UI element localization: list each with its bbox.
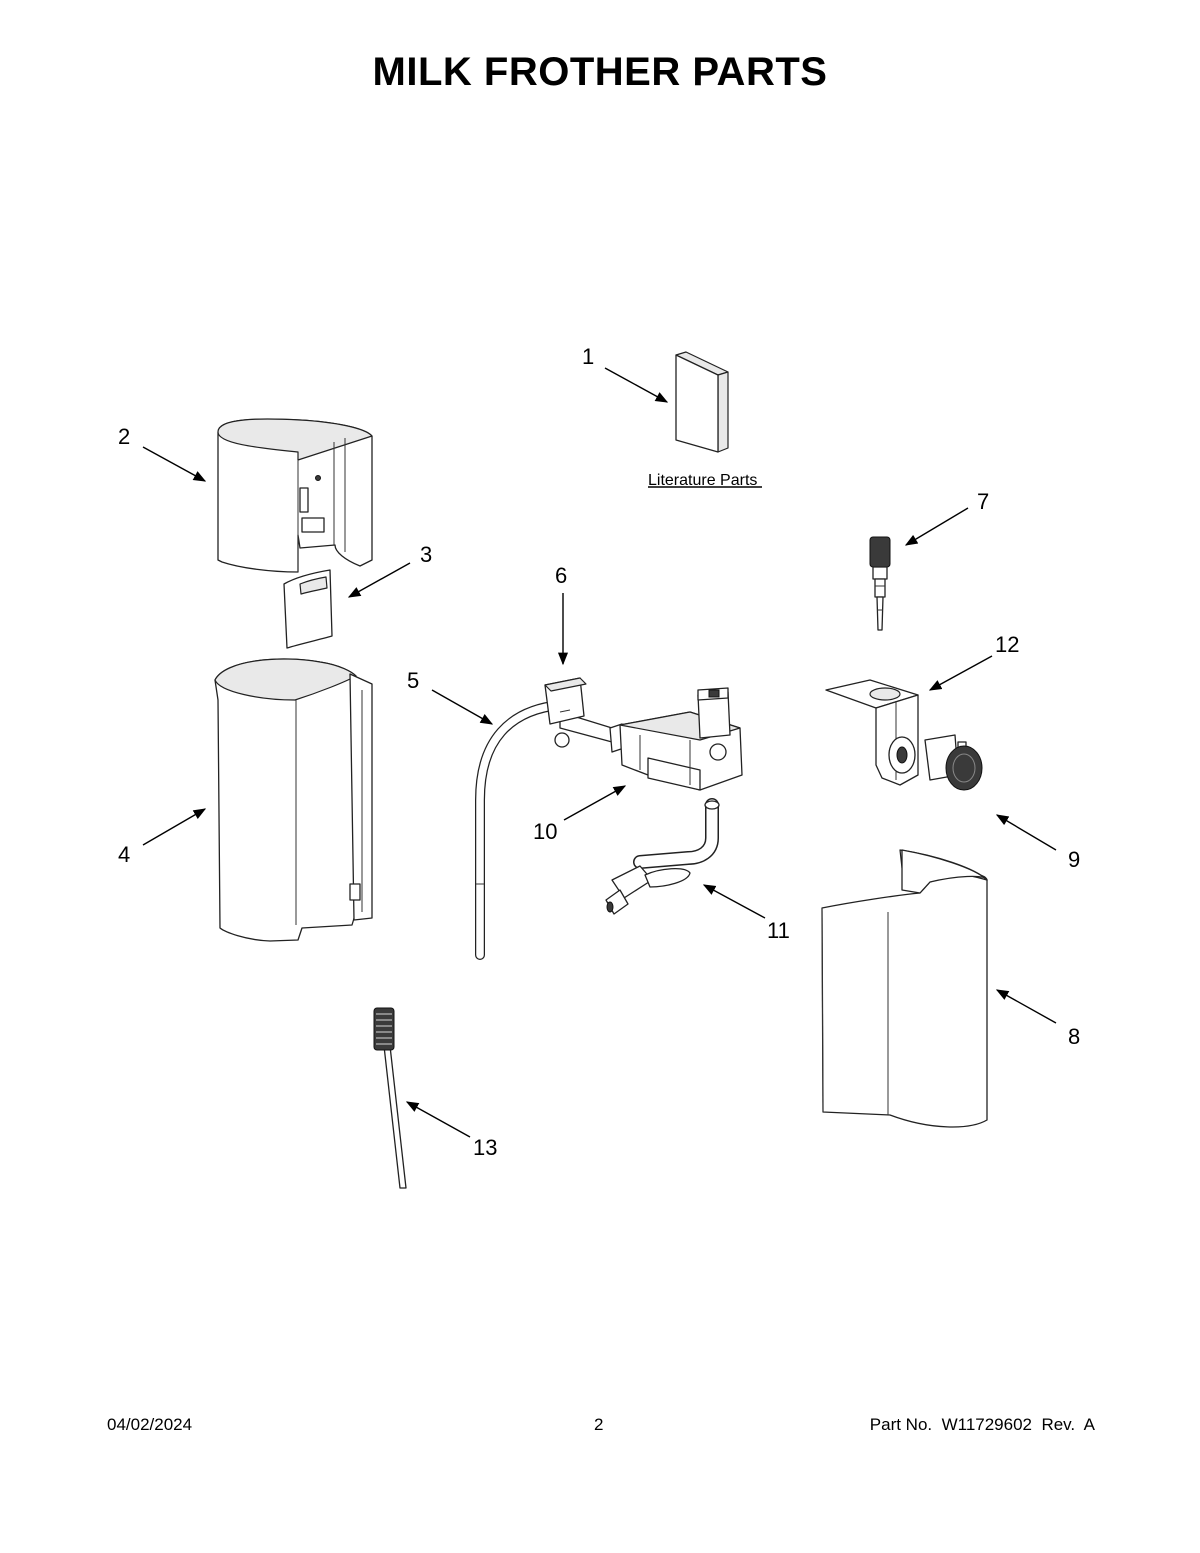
callout-6: 6	[555, 563, 567, 588]
leader-arrow-10	[563, 785, 627, 821]
adjust-screw	[869, 536, 891, 631]
callout-7: 7	[977, 489, 989, 514]
footer-date: 04/02/2024	[107, 1415, 193, 1434]
leader-arrow-13	[405, 1101, 471, 1138]
callout-3: 3	[420, 542, 432, 567]
leader-arrow-1	[604, 367, 669, 403]
milk-tube	[475, 700, 565, 960]
frother-body	[559, 687, 743, 791]
leader-arrow-11	[702, 884, 766, 919]
leader-arrow-3	[347, 562, 411, 598]
callout-1: 1	[582, 344, 594, 369]
leader-arrow-12	[928, 655, 993, 691]
small-panel	[283, 569, 333, 649]
outer-shell	[821, 849, 988, 1128]
callout-5: 5	[407, 668, 419, 693]
callout-4: 4	[118, 842, 130, 867]
callout-10: 10	[533, 819, 557, 844]
leader-arrow-5	[431, 689, 494, 725]
nozzle	[605, 798, 720, 915]
callout-13: 13	[473, 1135, 497, 1160]
footer-page-number: 2	[594, 1415, 604, 1434]
leader-arrow-9	[995, 814, 1057, 851]
leader-arrow-7	[904, 507, 969, 546]
tube-clip	[544, 677, 587, 748]
lower-housing	[214, 658, 373, 942]
cleaning-brush	[373, 1007, 407, 1189]
callout-8: 8	[1068, 1024, 1080, 1049]
literature-booklet	[675, 351, 729, 453]
literature-parts-label: Literature Parts	[648, 472, 757, 489]
callout-2: 2	[118, 424, 130, 449]
callout-9: 9	[1068, 847, 1080, 872]
leader-arrow-2	[142, 446, 207, 482]
control-knob	[888, 734, 983, 791]
footer-part-number: Part No. W11729602 Rev. A	[869, 1415, 1095, 1434]
page-title: MILK FROTHER PARTS	[372, 50, 828, 94]
upper-housing	[217, 418, 373, 573]
leader-arrow-8	[995, 989, 1057, 1024]
callout-11: 11	[767, 918, 790, 943]
leader-arrow-4	[142, 808, 207, 846]
callout-12: 12	[995, 632, 1019, 657]
